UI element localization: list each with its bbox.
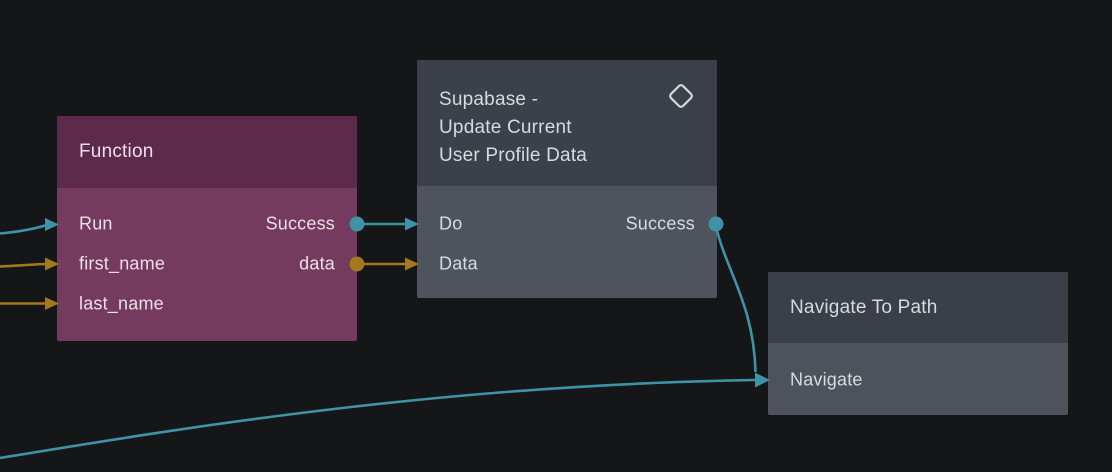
port-function-first-name[interactable]: first_name [79, 253, 166, 274]
port-supabase-data[interactable]: Data [439, 253, 478, 274]
node-supabase-title: Supabase - Update Current User Profile D… [439, 89, 588, 166]
port-function-run[interactable]: Run [79, 213, 113, 234]
port-supabase-success[interactable]: Success [625, 213, 695, 234]
wire-offscreen-to-navigate[interactable] [0, 378, 756, 460]
port-function-last-name[interactable]: last_name [79, 293, 164, 314]
node-supabase-header[interactable]: Supabase - Update Current User Profile D… [417, 60, 717, 186]
wire-supabase-success-to-navigate[interactable] [714, 226, 757, 373]
diamond-icon [669, 84, 693, 108]
node-supabase-update-profile[interactable]: Supabase - Update Current User Profile D… [417, 60, 717, 298]
wire-into-run[interactable] [0, 224, 46, 235]
node-navigate-header[interactable]: Navigate To Path [768, 272, 1068, 343]
node-navigate-to-path[interactable]: Navigate To Path Navigate [768, 272, 1068, 415]
wire-into-first-name[interactable] [0, 262, 46, 268]
node-navigate-title: Navigate To Path [790, 296, 938, 318]
port-function-data[interactable]: data [299, 253, 335, 274]
node-function-header[interactable]: Function [57, 116, 357, 188]
node-function[interactable]: Function Run first_name last_name Succes… [57, 116, 357, 341]
port-function-success[interactable]: Success [265, 213, 335, 234]
node-function-title: Function [79, 141, 154, 162]
port-supabase-do[interactable]: Do [439, 213, 463, 234]
port-navigate-navigate[interactable]: Navigate [790, 369, 863, 390]
